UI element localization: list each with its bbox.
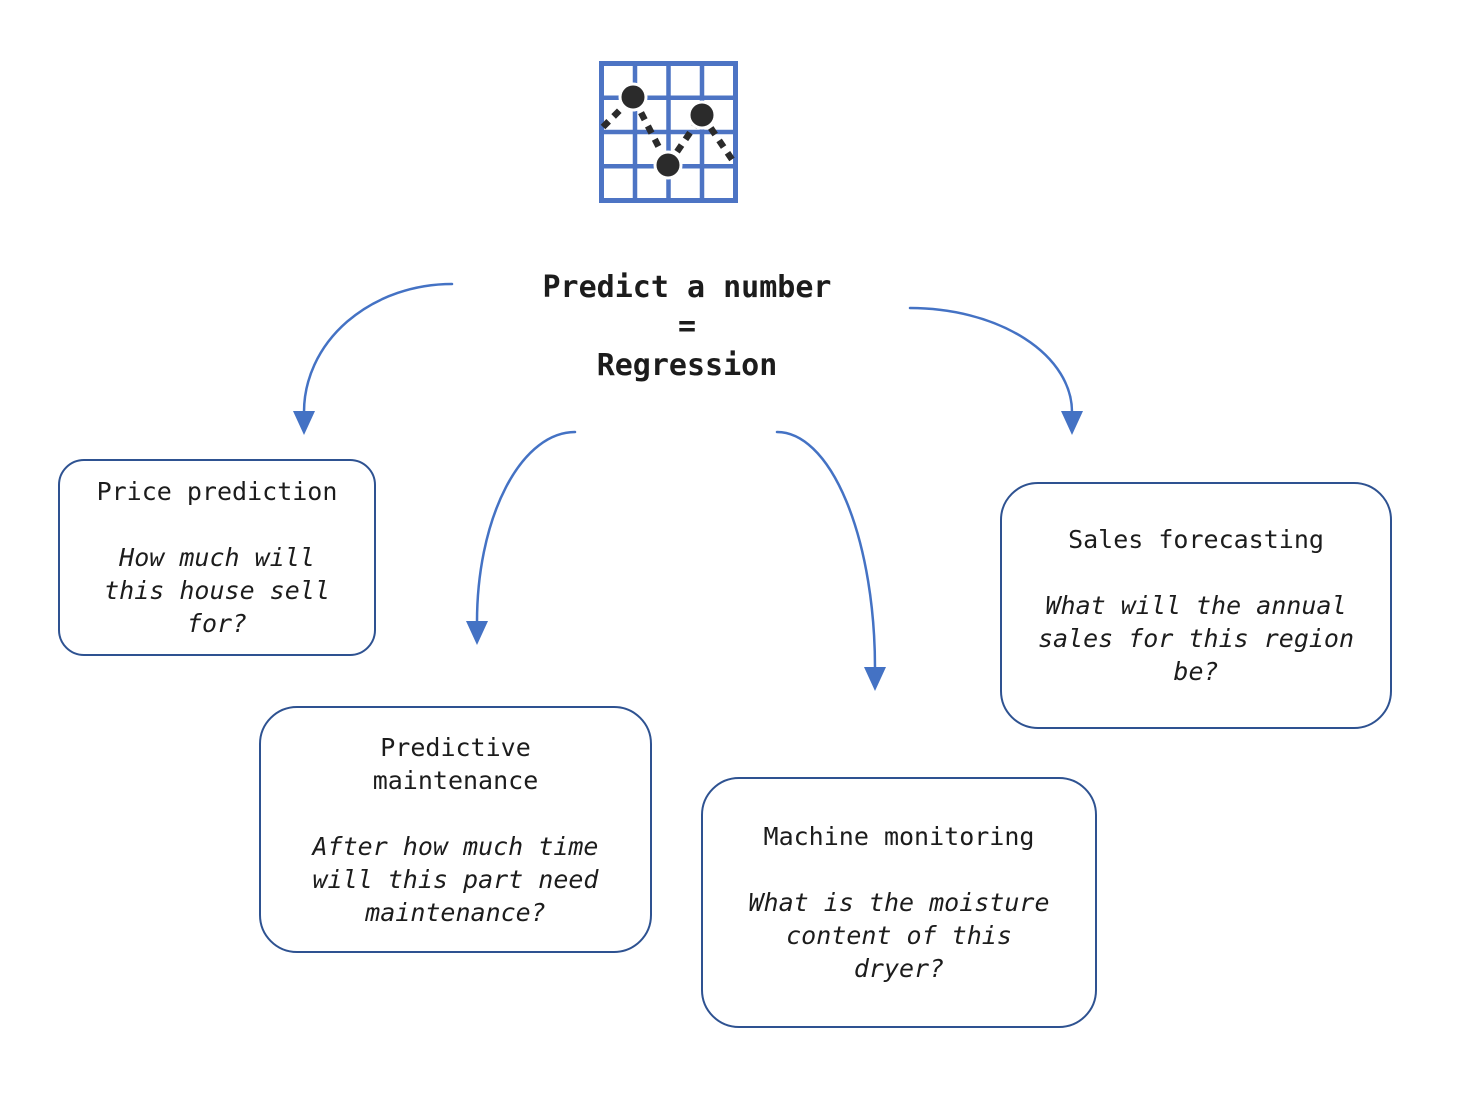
arrowhead-sales-forecasting xyxy=(1061,411,1083,435)
arrowhead-machine-monitoring xyxy=(864,667,886,691)
arrow-to-sales-forecasting xyxy=(908,306,1074,414)
icon-dashed-trend-line xyxy=(600,91,736,172)
node-machine-monitoring: Machine monitoring What is the moisture … xyxy=(701,777,1097,1028)
node-heading: Price prediction xyxy=(96,477,338,506)
diagram-title: Predict a number = Regression xyxy=(542,270,832,383)
arrow-to-price-prediction xyxy=(302,282,454,414)
node-question: How much will this house sell for? xyxy=(104,543,330,638)
scatter-line-chart-icon xyxy=(599,61,738,203)
node-question: What will the annual sales for this regi… xyxy=(1037,591,1355,686)
icon-data-points xyxy=(618,82,717,180)
arrow-to-predictive-maintenance xyxy=(475,430,577,624)
node-heading: Sales forecasting xyxy=(1068,525,1324,554)
node-sales-forecasting: Sales forecasting What will the annual s… xyxy=(1000,482,1392,729)
node-price-prediction: Price prediction How much will this hous… xyxy=(58,459,376,656)
node-heading: Machine monitoring xyxy=(763,822,1035,851)
arrowhead-predictive-maintenance xyxy=(466,621,488,645)
node-question: What is the moisture content of this dry… xyxy=(748,888,1050,983)
node-heading: Predictive maintenance xyxy=(372,732,539,795)
arrowhead-price-prediction xyxy=(293,411,315,435)
arrow-to-machine-monitoring xyxy=(775,430,877,670)
node-predictive-maintenance: Predictive maintenance After how much ti… xyxy=(259,706,652,953)
node-question: After how much time will this part need … xyxy=(312,831,599,927)
